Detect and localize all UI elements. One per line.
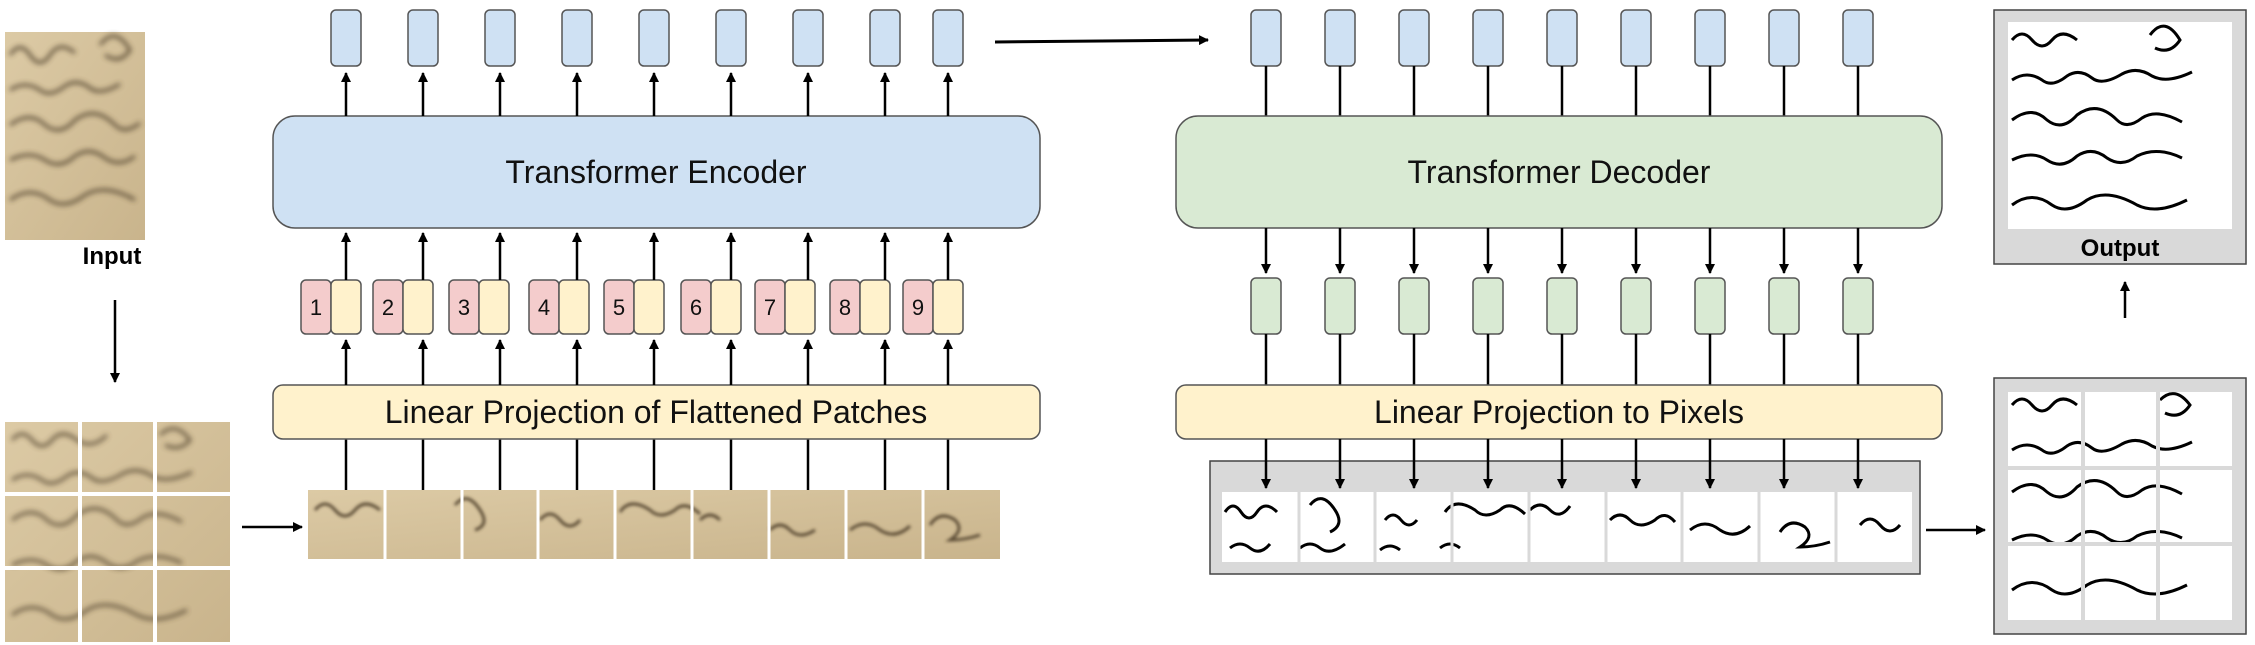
input-caption: Input: [83, 243, 142, 270]
encoder-projection-label: Linear Projection of Flattened Patches: [385, 394, 928, 430]
transformer-decoder-box: [1175, 115, 1943, 229]
decoder-label: Transformer Decoder: [1408, 154, 1711, 190]
patch-embedding-8: [859, 279, 891, 335]
output-caption: Output: [2081, 235, 2160, 262]
patch-embedding-5: [633, 279, 665, 335]
patch-embedding-6: [710, 279, 742, 335]
input-image: [5, 32, 145, 240]
transformer-encoder-box: [272, 115, 1041, 229]
position-label-2: 2: [382, 295, 394, 320]
output-patch-strip: [1222, 492, 1912, 562]
reconstructed-patch-grid: [1993, 377, 2247, 635]
patch-embedding-4: [558, 279, 590, 335]
patch-embedding-2: [402, 279, 434, 335]
position-label-7: 7: [764, 295, 776, 320]
token-to-decoder-lines: [1264, 66, 1860, 116]
patch-grid: [5, 422, 230, 642]
encoder-to-token-arrows: [341, 72, 953, 116]
decoder-input-tokens: [1250, 9, 1874, 67]
arrow-encoder-to-decoder: [994, 35, 1209, 46]
position-label-1: 1: [310, 295, 322, 320]
decoder-output-tokens: [1250, 277, 1874, 335]
position-label-4: 4: [538, 295, 550, 320]
decoder-projection-box: [1175, 384, 1943, 440]
patch-embedding-9: [932, 279, 964, 335]
position-label-3: 3: [458, 295, 470, 320]
position-label-6: 6: [690, 295, 702, 320]
projection-to-pixel-arrows: [1261, 439, 1863, 489]
projection-to-embedding-arrows: [341, 339, 953, 385]
encoder-label: Transformer Encoder: [505, 154, 806, 190]
output-image: [1993, 9, 2247, 265]
patch-embedding-7: [784, 279, 816, 335]
encoder-output-tokens: [330, 9, 964, 67]
strip-to-projection-lines: [344, 439, 950, 490]
embedding-tokens: 1 2 3 4 5 6 7 8 9: [300, 279, 964, 335]
decoder-to-output-arrows: [1261, 228, 1863, 274]
decoder-token-to-projection-lines: [1264, 334, 1860, 385]
decoder-projection-label: Linear Projection to Pixels: [1374, 394, 1744, 430]
position-label-5: 5: [613, 295, 625, 320]
patch-embedding-3: [478, 279, 510, 335]
encoder-projection-box: [272, 384, 1041, 440]
input-patch-strip: [308, 490, 1000, 559]
position-label-9: 9: [912, 295, 924, 320]
position-label-8: 8: [839, 295, 851, 320]
patch-embedding-1: [330, 279, 362, 335]
embedding-to-encoder-arrows: [341, 232, 953, 280]
